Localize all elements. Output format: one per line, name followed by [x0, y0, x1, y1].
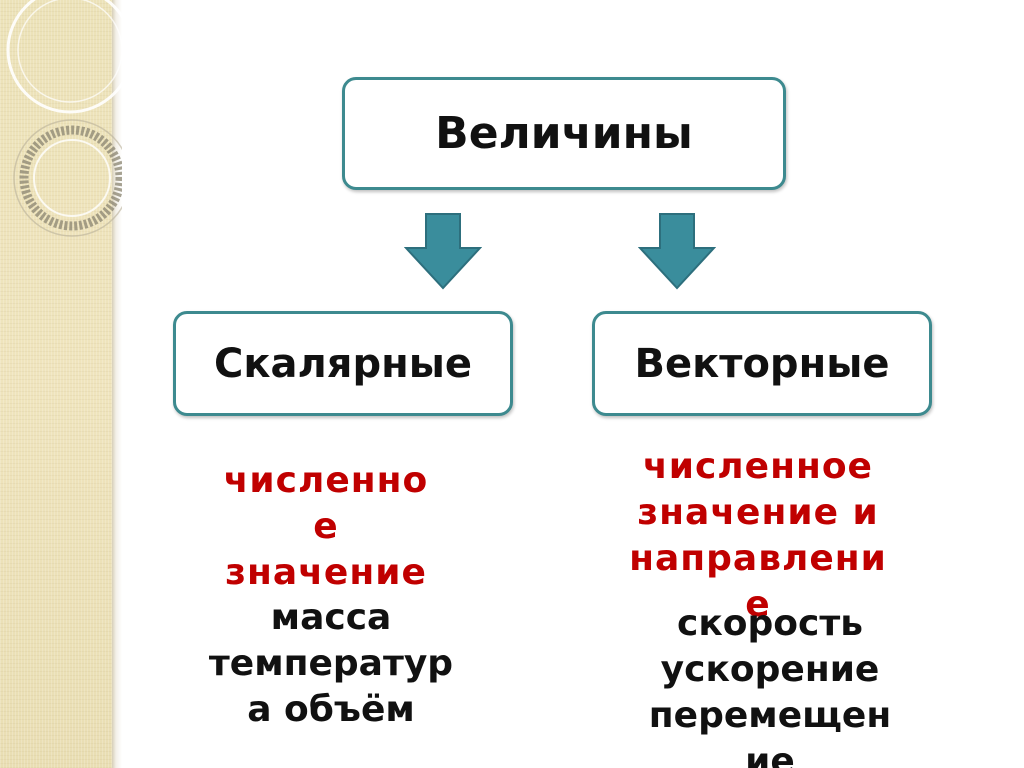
scalar-node-label: Скалярные: [213, 340, 473, 387]
vector-examples: скорость ускорение перемещен ие: [648, 603, 892, 768]
scalar-description: численно е значение: [223, 460, 429, 593]
down-arrow-icon: [638, 213, 716, 290]
scalar-node-box: Скалярные: [173, 311, 513, 416]
vector-node-label: Векторные: [634, 340, 890, 387]
vector-node-box: Векторные: [592, 311, 932, 416]
circle-ornament: [6, 0, 122, 237]
root-node-label: Величины: [435, 108, 693, 159]
root-node-box: Величины: [342, 77, 786, 190]
vector-description: численное значение и направлени е: [629, 446, 887, 625]
side-band-edge: [112, 0, 122, 768]
scalar-examples: масса температур а объём: [208, 597, 454, 730]
down-arrow-icon: [404, 213, 482, 290]
